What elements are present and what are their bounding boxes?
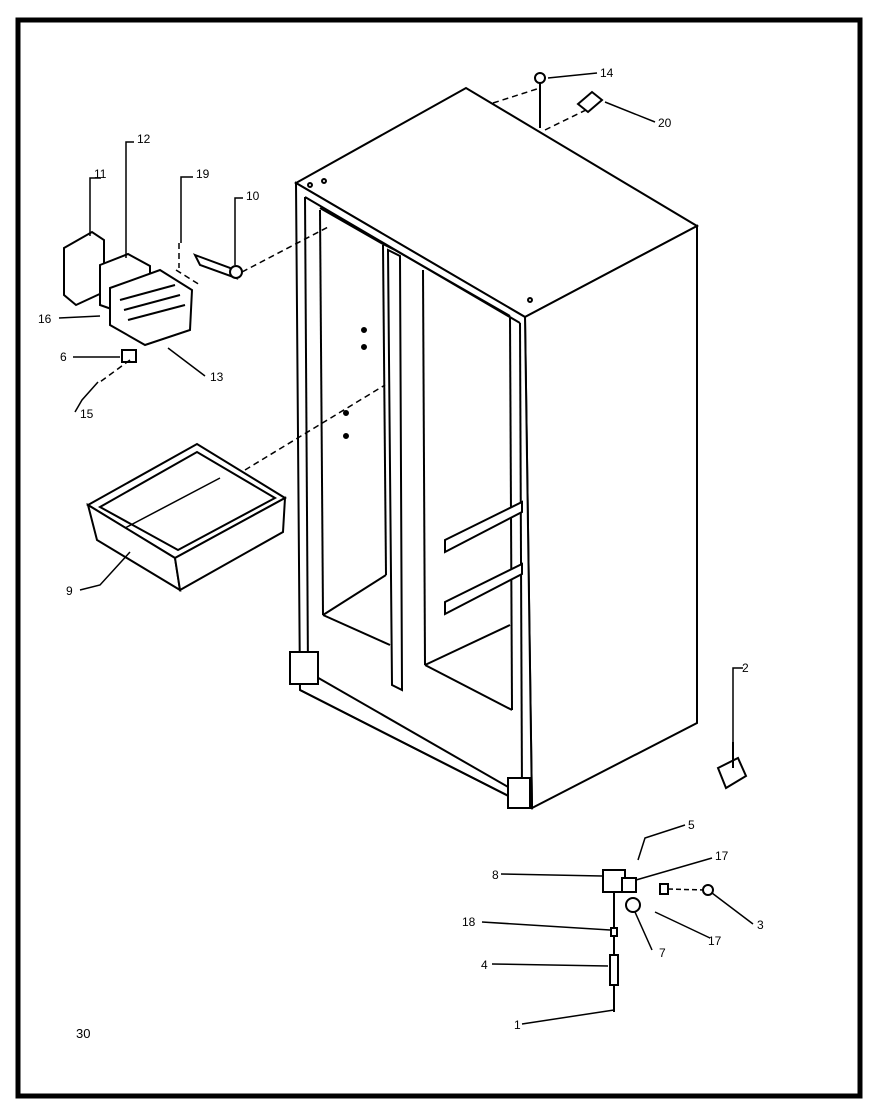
callout-label-1: 1	[514, 1018, 521, 1032]
callout-label-3: 3	[757, 918, 764, 932]
fill-tube-end	[229, 265, 243, 279]
callout-label-6: 6	[60, 350, 67, 364]
callout-label-17-lower: 17	[708, 934, 722, 948]
ice-bucket-inner	[97, 450, 278, 552]
inlet-strainer	[609, 954, 619, 986]
callout-label-4: 4	[481, 958, 488, 972]
callout-label-12: 12	[137, 132, 151, 146]
ice-maker-dashed-lines	[99, 225, 386, 471]
valve-nut	[702, 884, 714, 896]
callout-label-20: 20	[658, 116, 672, 130]
ice-maker-cover	[63, 230, 105, 307]
front-inner-left-edge	[304, 196, 309, 673]
page-border	[15, 17, 863, 1099]
top-part-20	[576, 90, 604, 114]
fresh-back-left	[422, 269, 426, 666]
compression-nut	[610, 927, 618, 937]
ice-bucket-side	[173, 496, 287, 592]
hinge-bracket	[716, 756, 748, 790]
top-part-14	[534, 72, 546, 84]
shelf-rail-upper	[444, 500, 523, 554]
cabinet-foot-right	[507, 777, 531, 809]
callout-label-5: 5	[688, 818, 695, 832]
ice-mold-ribs	[123, 294, 181, 311]
front-inner-right-edge	[519, 322, 523, 796]
cabinet-base-front	[299, 689, 533, 809]
page-number: 30	[76, 1026, 90, 1041]
water-valve-outlet	[621, 877, 637, 893]
callout-label-2: 2	[742, 661, 749, 675]
wall-fastener	[343, 410, 349, 416]
shutoff-switch	[121, 349, 137, 363]
callout-label-9: 9	[66, 584, 73, 598]
top-dashed-line	[492, 87, 541, 104]
ice-mold-ribs	[119, 284, 176, 301]
valve-fitting	[659, 883, 669, 895]
liner-top	[319, 207, 396, 251]
callout-label-7: 7	[659, 946, 666, 960]
callout-label-10: 10	[246, 189, 260, 203]
top-hinge-screw	[321, 178, 327, 184]
callout-label-18: 18	[462, 915, 476, 929]
cabinet-base-inner	[307, 671, 523, 796]
callout-label-14: 14	[600, 66, 614, 80]
fresh-floor-front	[424, 664, 513, 711]
ice-bucket-floor	[124, 477, 221, 529]
callout-label-16: 16	[38, 312, 52, 326]
callout-label-8: 8	[492, 868, 499, 882]
callout-label-13: 13	[210, 370, 224, 384]
callout-label-17-upper: 17	[715, 849, 729, 863]
water-valve-assembly	[534, 72, 748, 1012]
freezer-floor-back	[322, 574, 387, 616]
freezer-back-left	[319, 209, 324, 616]
water-valve-elbow	[625, 897, 641, 913]
valve-dashed	[667, 888, 705, 891]
cabinet-foot-left	[289, 651, 319, 685]
callout-label-15: 15	[80, 407, 94, 421]
freezer-back-right	[382, 244, 387, 576]
ice-maker-assembly	[63, 230, 243, 363]
top-hinge-screw	[307, 182, 313, 188]
fresh-floor-back	[424, 624, 511, 666]
top-right-screw	[527, 297, 533, 303]
callout-leaders	[58, 72, 754, 1025]
shelf-rail-lower	[444, 562, 523, 616]
freezer-floor-front	[322, 614, 391, 646]
ice-mold-ribs	[127, 304, 186, 321]
wall-fastener	[361, 344, 367, 350]
wall-fastener	[361, 327, 367, 333]
callout-label-19: 19	[196, 167, 210, 181]
refrigerator-cabinet	[289, 86, 700, 810]
ice-bucket	[86, 442, 287, 592]
cabinet-side	[523, 224, 698, 810]
center-mullion	[386, 248, 404, 692]
liner-top-right	[394, 249, 511, 317]
wall-fastener	[343, 433, 349, 439]
top-dashed-line-2	[544, 107, 591, 131]
callout-label-11: 11	[94, 167, 107, 181]
ice-mold	[109, 268, 194, 347]
